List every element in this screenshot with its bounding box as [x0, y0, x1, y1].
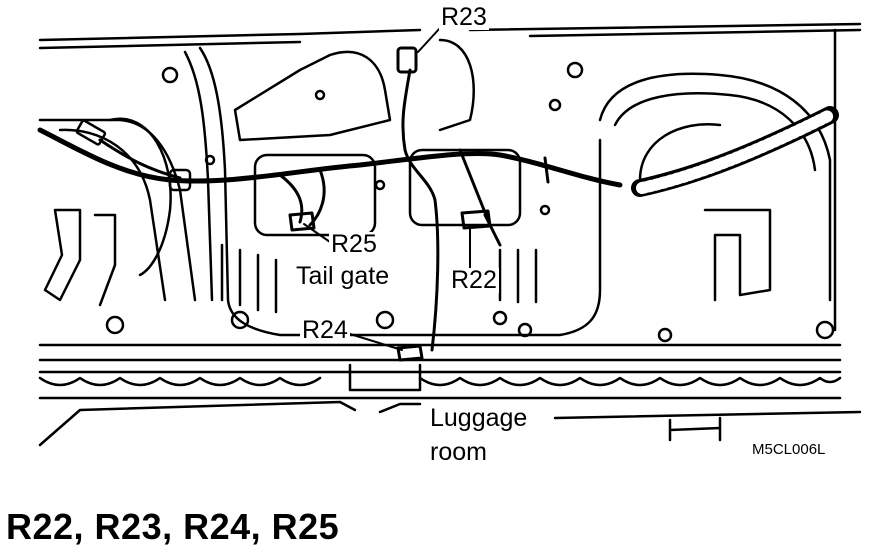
r23-lead: [401, 68, 440, 352]
r25-connector: [288, 211, 316, 232]
r24-connector: [396, 344, 424, 362]
wiring-harness: [37, 127, 623, 188]
label-r25: R25: [329, 230, 379, 258]
label-r22: R22: [449, 266, 499, 294]
leader-r24: [349, 333, 403, 351]
figure-code: M5CL006L: [752, 441, 826, 458]
sill-scallops: [38, 376, 842, 387]
label-room: room: [428, 438, 489, 466]
leader-r25: [303, 223, 331, 243]
left-cavity: [108, 117, 172, 277]
label-r24: R24: [300, 316, 350, 344]
luggage-floor: [38, 400, 422, 447]
figure-caption: R22, R23, R24, R25: [6, 506, 340, 547]
left-window-opening: [253, 153, 377, 237]
leader-r23: [417, 27, 441, 53]
label-r23: R23: [439, 3, 489, 31]
body-panel-outline: [198, 46, 602, 337]
panel-top-edge: [38, 22, 862, 42]
r23-connector: [396, 46, 418, 74]
left-end-connector: [75, 119, 107, 146]
label-luggage: Luggage: [428, 404, 530, 432]
wiring-harness-illustration: [37, 22, 862, 447]
label-tail-gate: Tail gate: [294, 262, 392, 290]
